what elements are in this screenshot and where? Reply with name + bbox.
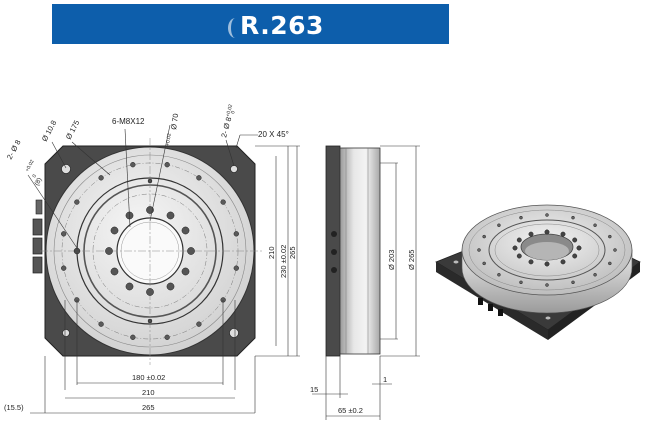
bolt-hole [233, 265, 239, 271]
bolt-hole [497, 272, 501, 277]
bolt-hole [130, 334, 136, 340]
bolt-hole [544, 261, 550, 267]
dim-h-265: 265 [142, 403, 155, 412]
bolt-hole [516, 253, 522, 259]
bolt-hole [545, 213, 549, 217]
label-dia-8-right: 2- Ø 8 [219, 116, 233, 138]
label-dia-175: Ø 175 [64, 119, 82, 141]
bolt-hole [146, 288, 154, 296]
label-tol-70: +0.02 [165, 133, 173, 147]
inner-bolt-holes [105, 206, 195, 296]
bolt-hole [181, 267, 190, 276]
bolt-hole [519, 280, 523, 285]
bolt-hole [528, 259, 534, 265]
front-horizontal-dims [30, 300, 256, 414]
bolt-hole [571, 215, 575, 220]
side-dims [312, 145, 420, 420]
bolt-hole [593, 272, 597, 277]
label-holes-m8: 6-M8X12 [112, 117, 145, 126]
bolt-hole [233, 231, 239, 237]
bolt-hole [512, 245, 518, 251]
dim-v-210: 210 [267, 246, 276, 259]
bolt-hole [164, 334, 170, 340]
label-tol-left-hi: +0.02 [24, 159, 35, 173]
bolt-hole [196, 175, 202, 181]
bolt-hole [560, 231, 566, 237]
bolt-hole [544, 229, 550, 235]
label-tol-right-lo: 0 [230, 110, 237, 114]
bolt-hole [519, 215, 523, 220]
dim-w-15: 15 [310, 385, 318, 394]
bolt-hole [110, 267, 119, 276]
label-dia-70: Ø 70 [169, 113, 180, 130]
bolt-hole [98, 175, 104, 181]
bolt-hole [110, 226, 119, 235]
bolt-hole [105, 247, 113, 255]
bolt-hole [164, 162, 170, 168]
iso-bolt-holes [477, 213, 617, 287]
bolt-hole [74, 199, 80, 205]
label-dia-8-left: 2- Ø 8 [5, 138, 23, 161]
dim-dia-203: Ø 203 [387, 250, 396, 270]
banner-logo-fragment [228, 18, 243, 38]
bolt-hole [187, 247, 195, 255]
bolt-hole [166, 282, 175, 291]
label-tol-left-lo: 0 [31, 173, 38, 178]
bolt-hole [61, 231, 67, 237]
bolt-hole [61, 265, 67, 271]
dim-offset: (15.5) [4, 403, 24, 412]
bolt-hole [166, 211, 175, 220]
bolt-hole [613, 248, 617, 252]
bolt-hole [125, 282, 134, 291]
label-chamfer: 20 X 45° [258, 130, 289, 139]
bolt-hole [576, 245, 582, 251]
title-banner: R.263 [52, 4, 449, 44]
bolt-hole [593, 223, 597, 228]
bolt-hole [545, 283, 549, 287]
bolt-hole [482, 234, 486, 239]
dim-v-230: 230 ±0.02 [279, 245, 288, 278]
bolt-hole [196, 321, 202, 327]
iso-connectors [478, 298, 503, 316]
front-vertical-dims [255, 145, 300, 357]
label-tol-right-hi: +0.02 [225, 104, 234, 118]
side-view: Ø 203 Ø 265 15 1 65 ±0.2 [310, 145, 420, 420]
dim-w-65: 65 ±0.2 [338, 406, 363, 415]
bolt-hole [572, 237, 578, 243]
dim-v-265: 265 [288, 246, 297, 259]
dim-h-180: 180 ±0.02 [132, 373, 165, 382]
dim-dia-265: Ø 265 [407, 250, 416, 270]
bolt-hole [130, 162, 136, 168]
bolt-hole [516, 237, 522, 243]
side-connectors [331, 231, 337, 273]
bolt-hole [608, 261, 612, 266]
dim-w-1: 1 [383, 375, 387, 384]
product-title: R.263 [240, 11, 324, 40]
ring-holes [73, 178, 153, 324]
front-view [27, 124, 300, 414]
bolt-hole [98, 321, 104, 327]
bolt-hole [181, 226, 190, 235]
isometric-view [435, 204, 641, 340]
bolt-hole [477, 248, 481, 252]
bolt-hole [572, 253, 578, 259]
bolt-hole [608, 234, 612, 239]
cable-connectors [32, 199, 43, 274]
label-depth-left: (8) [34, 177, 44, 187]
bolt-hole [497, 223, 501, 228]
bolt-hole [528, 231, 534, 237]
leader-lines [27, 124, 258, 249]
bolt-hole [571, 280, 575, 285]
dim-h-210: 210 [142, 388, 155, 397]
bolt-hole [482, 261, 486, 266]
bolt-hole [220, 199, 226, 205]
bolt-hole [560, 259, 566, 265]
label-dia-10-8: Ø 10.8 [40, 119, 59, 143]
